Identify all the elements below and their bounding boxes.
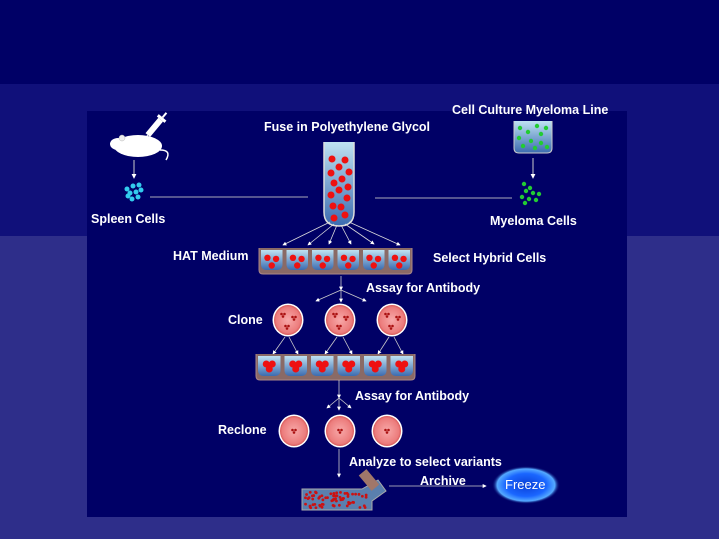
label-freeze: Freeze <box>505 477 546 492</box>
flask-cell <box>341 498 344 501</box>
reclone-dishes <box>278 414 403 448</box>
hybrid-cell <box>315 254 322 261</box>
flask-cell <box>335 491 339 495</box>
test-tube-icon <box>323 142 355 227</box>
label-select-hybrid: Select Hybrid Cells <box>433 251 547 265</box>
flask-cell <box>346 493 350 496</box>
flask-cell <box>343 491 347 495</box>
flask-cell <box>318 503 322 507</box>
hybrid-cell <box>400 255 407 263</box>
flask-cell <box>309 506 313 510</box>
flask-cell <box>304 496 307 500</box>
flask-cell <box>337 503 341 507</box>
flask-cell <box>354 492 357 496</box>
flask-cell <box>332 504 336 508</box>
flask-cell <box>364 493 368 497</box>
hybrid-cell <box>318 365 326 373</box>
flask-cell <box>348 501 352 505</box>
flask-cell <box>307 496 311 500</box>
hybrid-cell <box>289 254 297 261</box>
culture-beaker-icon <box>513 121 553 154</box>
flask-cell <box>329 492 333 496</box>
flask-cell <box>338 495 342 499</box>
flask-cell <box>305 493 308 496</box>
hybrid-cell <box>398 365 406 373</box>
flask-cell <box>364 495 368 499</box>
flask-cell <box>360 494 364 498</box>
flask-cell <box>321 498 325 502</box>
hybrid-cell <box>345 365 353 373</box>
flask-cell <box>351 492 354 496</box>
hybrid-cell <box>370 262 377 269</box>
hybrid-cell <box>396 262 403 269</box>
flask-cell <box>334 497 337 501</box>
label-assay-2: Assay for Antibody <box>355 389 470 403</box>
mouse-icon <box>110 134 169 161</box>
hybrid-cell <box>265 365 273 373</box>
background-top-band <box>0 0 719 84</box>
hybrid-cell <box>319 262 326 269</box>
hybrid-cell <box>292 365 300 373</box>
flask-cell <box>314 490 317 494</box>
flask-cell <box>362 504 366 508</box>
label-cell-culture: Cell Culture Myeloma Line <box>452 103 609 117</box>
hybrid-cell <box>268 262 275 269</box>
syringe-icon <box>141 112 168 143</box>
hybrid-cell <box>374 255 382 263</box>
flask-cell <box>320 494 324 498</box>
label-archive: Archive <box>420 474 466 488</box>
arrows-tube-to-wells <box>282 221 401 246</box>
hybrid-cell <box>391 254 399 261</box>
flask-cell <box>351 500 355 504</box>
flask-cell <box>339 490 342 494</box>
label-fuse: Fuse in Polyethylene Glycol <box>264 120 431 134</box>
flask-cell <box>334 499 338 503</box>
hybrid-cell <box>298 255 305 263</box>
flask-cell <box>320 505 324 509</box>
flask-cell <box>333 494 337 498</box>
hybrid-cell <box>323 255 331 263</box>
well-plate-icon <box>255 354 416 381</box>
flask-cell <box>314 506 318 510</box>
flask-cell <box>311 503 315 507</box>
flask-cell <box>320 502 324 506</box>
label-myeloma-cells: Myeloma Cells <box>490 214 577 228</box>
flask-cell <box>304 502 307 506</box>
hybrid-cell <box>371 365 379 373</box>
myeloma-cells-icon <box>519 181 542 206</box>
flask-cell <box>357 492 361 496</box>
hybrid-cell <box>272 255 280 263</box>
hybrid-cell <box>345 262 352 269</box>
arrows-to-reclones <box>326 397 352 411</box>
flask-cell <box>311 497 315 501</box>
clone-dishes <box>272 303 408 337</box>
hybrid-cell <box>340 254 348 261</box>
flask-cell <box>358 506 362 509</box>
hybrid-cell <box>349 255 356 263</box>
flask-cell <box>308 490 312 494</box>
diagram-panel <box>87 111 627 517</box>
flask-cell <box>312 494 316 497</box>
spleen-cells-icon <box>124 182 144 202</box>
label-hat-medium: HAT Medium <box>173 249 249 263</box>
label-reclone: Reclone <box>218 423 267 437</box>
well-plate-icon <box>258 248 413 275</box>
label-clone: Clone <box>228 313 263 327</box>
flask-cell <box>324 496 328 500</box>
flask-cell <box>346 495 350 498</box>
flask-cell <box>318 495 322 499</box>
flask-cell <box>332 492 336 495</box>
hybrid-cell <box>366 254 373 261</box>
label-spleen-cells: Spleen Cells <box>91 212 166 226</box>
arrows-to-clones <box>315 289 367 303</box>
hybrid-cell <box>264 254 271 261</box>
freeze-disc-icon <box>492 466 560 504</box>
culture-flask-icon <box>301 469 387 511</box>
arrows-clones-to-plate <box>272 336 404 355</box>
hybrid-cell <box>294 262 301 269</box>
flask-cell <box>345 504 349 508</box>
label-assay-1: Assay for Antibody <box>366 281 481 295</box>
label-analyze: Analyze to select variants <box>349 455 502 469</box>
